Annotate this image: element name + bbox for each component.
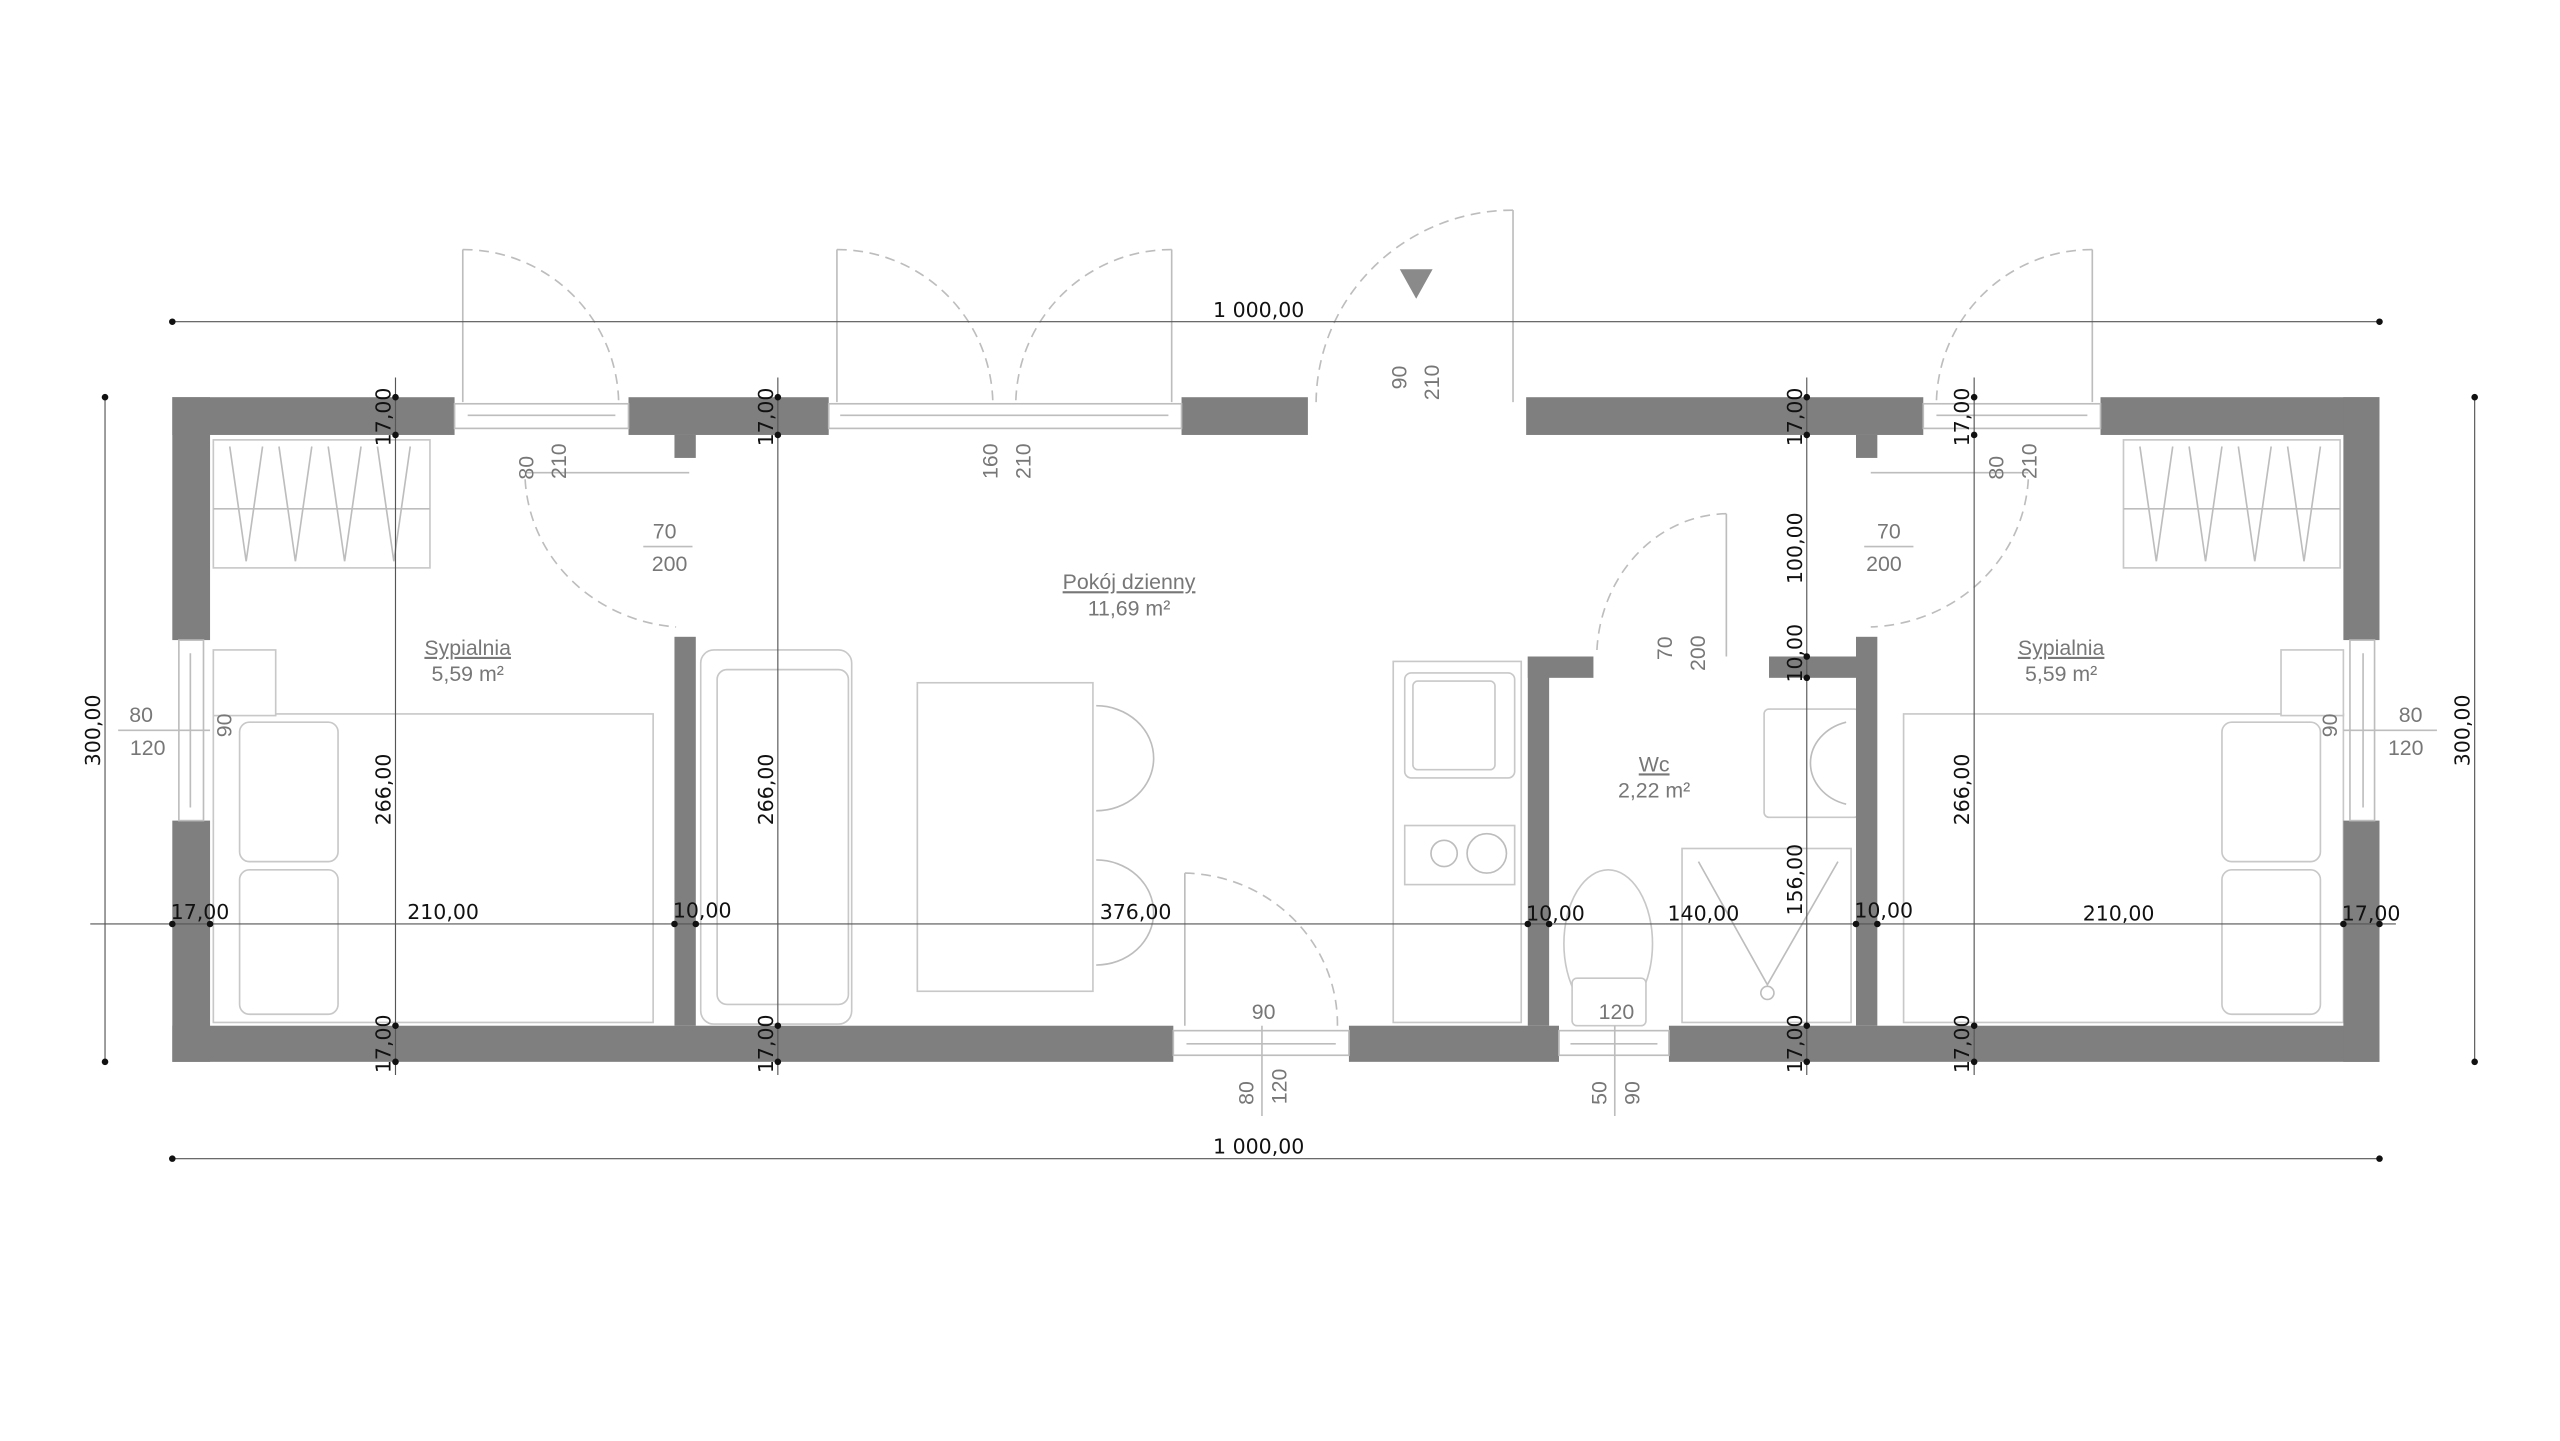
opening-label: 200 bbox=[1866, 552, 1902, 576]
hdim: 210,00 bbox=[407, 900, 479, 924]
dining-table bbox=[916, 681, 1094, 993]
wardrobe-left bbox=[212, 439, 431, 569]
opening-label: 160 bbox=[979, 443, 1003, 479]
washbasin bbox=[1763, 708, 1861, 819]
opening-label: 80 bbox=[1235, 1081, 1259, 1105]
chairs bbox=[1096, 704, 1155, 966]
vdim: 100,00 bbox=[1783, 512, 1807, 584]
opening-label: 90 bbox=[2318, 713, 2342, 737]
opening-label: 90 bbox=[212, 713, 236, 737]
hdim: 210,00 bbox=[2083, 902, 2155, 926]
vdim: 266,00 bbox=[754, 754, 778, 826]
hdim: 10,00 bbox=[673, 898, 732, 922]
opening-label: 80 bbox=[1985, 456, 2009, 480]
opening-label: 70 bbox=[653, 519, 677, 543]
opening-label: 210 bbox=[1012, 443, 1036, 479]
room-name-bedroom-left: Sypialnia bbox=[424, 636, 511, 660]
opening-label: 210 bbox=[2018, 443, 2042, 479]
entrance-arrow-icon bbox=[1399, 269, 1433, 299]
vdim: 266,00 bbox=[1950, 754, 1974, 826]
opening-label: 210 bbox=[547, 443, 571, 479]
vdim: 17,00 bbox=[1950, 1014, 1974, 1073]
vdim: 10,00 bbox=[1783, 624, 1807, 683]
furniture bbox=[212, 439, 2345, 1027]
wardrobe-right bbox=[2122, 439, 2341, 569]
door-swings bbox=[461, 209, 2094, 1026]
room-labels: Sypialnia 5,59 m² Pokój dzienny 11,69 m²… bbox=[424, 570, 2104, 802]
opening-label: 120 bbox=[2388, 736, 2424, 760]
room-area-bedroom-left: 5,59 m² bbox=[432, 662, 504, 686]
vdim: 156,00 bbox=[1783, 844, 1807, 916]
vdim: 17,00 bbox=[372, 388, 396, 447]
opening-label: 80 bbox=[514, 456, 538, 480]
shower bbox=[1681, 847, 1852, 1024]
opening-label: 120 bbox=[1599, 1000, 1635, 1024]
overall-width-bottom: 1 000,00 bbox=[1213, 1135, 1304, 1159]
opening-labels: 80 210 160 210 90 210 80 210 70 200 70 2… bbox=[118, 365, 2437, 1116]
opening-label: 120 bbox=[1268, 1069, 1292, 1105]
hdim: 10,00 bbox=[1854, 898, 1913, 922]
vdim: 17,00 bbox=[1783, 1014, 1807, 1073]
overall-height-left: 300,00 bbox=[81, 694, 105, 766]
vdim: 17,00 bbox=[754, 388, 778, 447]
walls bbox=[172, 397, 2380, 1062]
vdim: 17,00 bbox=[1950, 388, 1974, 447]
room-area-living: 11,69 m² bbox=[1088, 596, 1171, 620]
opening-label: 70 bbox=[1653, 636, 1677, 660]
hdim: 140,00 bbox=[1668, 902, 1740, 926]
vdim: 17,00 bbox=[754, 1014, 778, 1073]
opening-label: 50 bbox=[1588, 1081, 1612, 1105]
hdim: 17,00 bbox=[171, 900, 230, 924]
dimension-lines bbox=[90, 318, 2478, 1162]
opening-label: 90 bbox=[1620, 1081, 1644, 1105]
vdim: 266,00 bbox=[372, 754, 396, 826]
opening-label: 90 bbox=[1387, 366, 1411, 390]
opening-label: 120 bbox=[130, 736, 166, 760]
nightstand-right bbox=[2280, 649, 2345, 717]
cooktop bbox=[1403, 824, 1516, 886]
room-area-bedroom-right: 5,59 m² bbox=[2025, 662, 2097, 686]
opening-label: 80 bbox=[129, 703, 153, 727]
dimension-labels: 1 000,00 1 000,00 300,00 300,00 17,00 21… bbox=[81, 298, 2475, 1159]
overall-width-top: 1 000,00 bbox=[1213, 298, 1304, 322]
hdim: 10,00 bbox=[1526, 902, 1585, 926]
opening-label: 200 bbox=[652, 552, 688, 576]
room-name-bedroom-right: Sypialnia bbox=[2018, 636, 2105, 660]
vdim: 17,00 bbox=[1783, 388, 1807, 447]
room-name-living: Pokój dzienny bbox=[1063, 570, 1196, 594]
room-area-wc: 2,22 m² bbox=[1618, 779, 1690, 803]
overall-height-right: 300,00 bbox=[2451, 694, 2475, 766]
opening-label: 70 bbox=[1877, 519, 1901, 543]
hdim: 17,00 bbox=[2342, 902, 2401, 926]
nightstand-left bbox=[212, 649, 277, 717]
opening-label: 90 bbox=[1252, 1000, 1276, 1024]
opening-label: 200 bbox=[1686, 635, 1710, 671]
opening-label: 80 bbox=[2399, 703, 2423, 727]
opening-label: 210 bbox=[1420, 365, 1444, 401]
room-name-wc: Wc bbox=[1639, 752, 1670, 776]
vdim: 17,00 bbox=[372, 1014, 396, 1073]
hdim: 376,00 bbox=[1100, 900, 1172, 924]
kitchen-sink bbox=[1412, 680, 1496, 771]
